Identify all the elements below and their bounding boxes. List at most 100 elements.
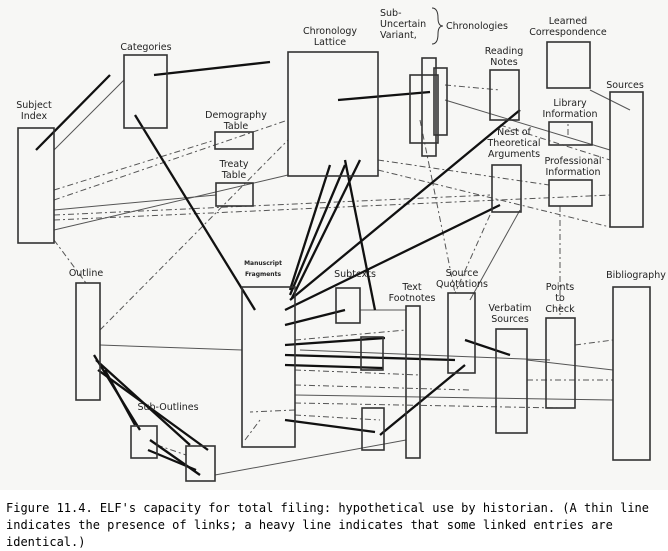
heavy-link-line [288, 164, 347, 296]
file-box [361, 407, 385, 451]
thin-link-line [574, 339, 614, 346]
node-label: Categories [120, 42, 171, 53]
node-label: Sub- [380, 8, 402, 19]
node-label: Text [401, 282, 421, 293]
node-label: Notes [490, 57, 517, 68]
file-box [241, 286, 296, 448]
file-box [548, 179, 593, 207]
thin-link-line [53, 194, 217, 211]
thin-link-line [499, 124, 611, 161]
node-label: Library [553, 98, 587, 109]
node-label: Verbatim [489, 303, 532, 314]
heavy-link-line [284, 203, 501, 312]
node-label: Source [446, 268, 479, 279]
file-box [447, 292, 476, 374]
node-label: Lattice [314, 37, 346, 48]
file-box [130, 425, 158, 459]
node-label: Treaty [218, 159, 248, 170]
thin-link-line [377, 159, 550, 186]
node-label: Table [223, 121, 249, 132]
file-box [360, 336, 384, 371]
node-label: Quotations [436, 279, 488, 290]
file-box [123, 54, 168, 129]
heavy-link-line [103, 369, 137, 426]
thin-link-line [294, 402, 561, 409]
thin-link-line [526, 359, 614, 371]
node-subtexts: Subtexts [334, 269, 376, 324]
node-label: Subtexts [334, 269, 376, 280]
thin-link-line [377, 169, 611, 228]
thin-link-line [214, 439, 407, 476]
node-label: Information [543, 109, 598, 120]
heavy-link-line [464, 338, 511, 357]
node-label: Nest of [497, 127, 531, 138]
node-label: Sources [491, 314, 529, 325]
node-label: Manuscript [244, 260, 282, 267]
node-label: Bibliography [606, 270, 666, 281]
file-box [185, 445, 216, 482]
file-box [287, 51, 379, 177]
node-label: Demography [205, 110, 267, 121]
thin-link-line [53, 239, 87, 284]
node-label: Professional [544, 156, 601, 167]
thin-link-line [53, 174, 289, 231]
thin-link-line [99, 344, 243, 351]
node-label: Index [21, 111, 48, 122]
thin-link-line [444, 99, 611, 151]
heavy-link-line [284, 418, 376, 434]
node-label: Information [546, 167, 601, 178]
thin-link-line [99, 139, 289, 331]
node-label: Points [546, 282, 575, 293]
node-extra [360, 336, 385, 451]
thin-link-line [53, 194, 611, 221]
node-label: Footnotes [389, 293, 436, 304]
node-sub-outlines: Sub-Outlines [130, 402, 216, 482]
node-categories: Categories [120, 42, 172, 129]
heavy-link-line [343, 159, 377, 311]
node-label: Chronology [303, 26, 357, 37]
file-box [215, 182, 254, 207]
node-label: Variant, [380, 30, 417, 41]
file-box [612, 286, 651, 461]
file-box [409, 74, 439, 144]
heavy-link-line [337, 90, 431, 102]
node-label: Sources [606, 80, 644, 91]
thin-link-line [294, 414, 381, 421]
file-box [489, 69, 520, 121]
file-box [495, 328, 528, 434]
thin-link-line [419, 119, 456, 294]
thin-link-line [469, 209, 521, 301]
thin-link-line [299, 349, 551, 361]
heavy-link-line [288, 164, 332, 291]
node-label: Correspondence [529, 27, 607, 38]
node-bibliography: Bibliography [606, 270, 666, 461]
elf-filing-diagram: SubjectIndexCategoriesChronologyLatticeS… [16, 7, 667, 482]
file-box [609, 91, 644, 228]
figure-caption: Figure 11.4. ELF's capacity for total fi… [6, 501, 649, 549]
thin-link-line [294, 384, 471, 391]
file-box [545, 317, 576, 409]
brace [431, 7, 444, 45]
node-label: Arguments [488, 149, 540, 160]
heavy-link-line [284, 363, 384, 370]
thin-link-line [156, 444, 187, 456]
brace-label: Chronologies [446, 21, 508, 32]
heavy-link-line [35, 74, 111, 151]
node-label: Sub-Outlines [137, 402, 198, 413]
node-sources: Sources [606, 80, 644, 228]
file-box [421, 57, 437, 157]
thin-link-line [53, 79, 125, 151]
